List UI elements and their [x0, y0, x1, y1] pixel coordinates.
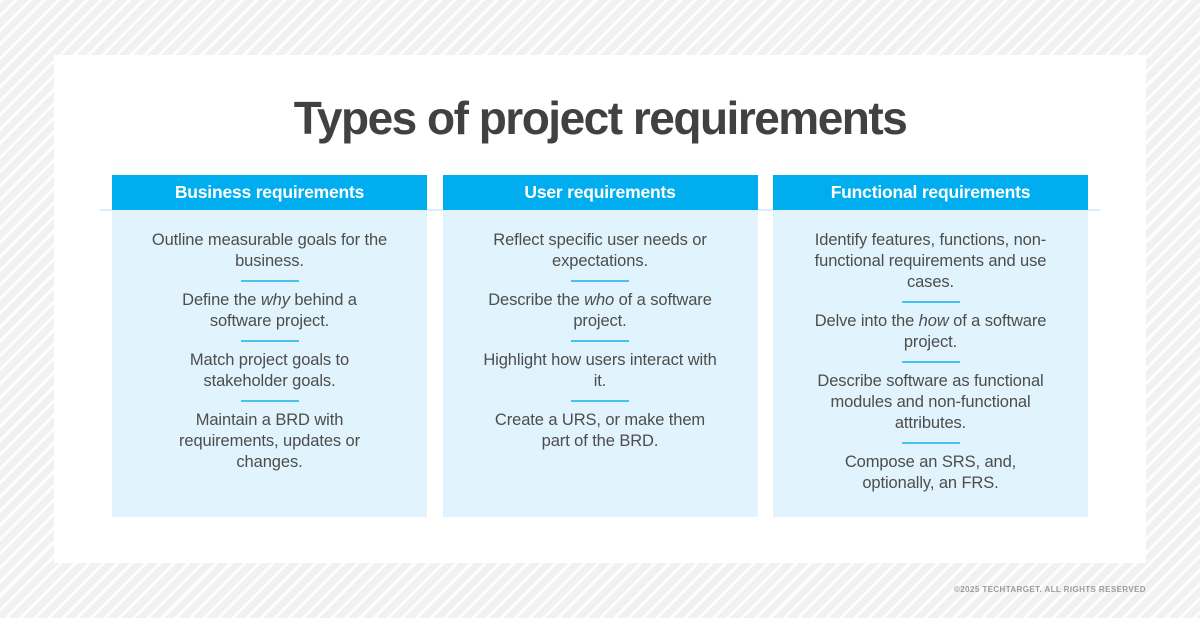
requirement-item: Compose an SRS, and, optionally, an FRS. — [844, 453, 1017, 492]
requirement-item: Describe software as functional modules … — [817, 372, 1044, 432]
item-text: of a software project. — [573, 291, 712, 330]
requirement-item: Define the why behind a software project… — [150, 290, 390, 332]
item-divider — [901, 301, 960, 303]
column-header: Functional requirements — [773, 175, 1088, 210]
infographic-card: Types of project requirements Business r… — [54, 55, 1146, 563]
item-emphasis: who — [584, 291, 615, 309]
item-divider — [901, 442, 960, 444]
item-text: Describe the — [488, 291, 585, 309]
requirement-item: Delve into the how of a software project… — [811, 311, 1051, 353]
requirement-item: Reflect specific user needs or expectati… — [493, 231, 707, 270]
item-divider — [240, 340, 299, 342]
item-divider — [571, 400, 629, 402]
item-emphasis: why — [260, 291, 290, 309]
item-text: Delve into the — [814, 312, 919, 330]
column-user-requirements: User requirements Reflect specific user … — [442, 175, 758, 517]
requirement-item: Highlight how users interact with it. — [483, 351, 717, 390]
item-text: Define the — [182, 291, 261, 309]
item-divider — [240, 400, 299, 402]
requirement-item: Identify features, functions, non-functi… — [814, 231, 1047, 291]
requirement-item: Outline measurable goals for the busines… — [151, 231, 388, 270]
column-business-requirements: Business requirements Outline measurable… — [112, 175, 427, 517]
item-text: behind a software project. — [209, 291, 357, 330]
page-title: Types of project requirements — [293, 92, 908, 144]
item-divider — [901, 361, 960, 363]
column-body: Reflect specific user needs or expectati… — [442, 210, 758, 517]
item-divider — [571, 280, 629, 282]
copyright-notice: ©2025 TECHTARGET. ALL RIGHTS RESERVED — [954, 585, 1146, 594]
column-functional-requirements: Functional requirements Identify feature… — [773, 175, 1088, 517]
item-text: of a software project. — [903, 312, 1047, 351]
requirement-item: Match project goals to stakeholder goals… — [189, 351, 350, 390]
column-header: Business requirements — [112, 175, 427, 210]
column-header: User requirements — [442, 175, 758, 210]
requirement-item: Describe the who of a software project. — [480, 290, 720, 332]
item-emphasis: how — [918, 312, 949, 330]
item-divider — [240, 280, 299, 282]
column-body: Outline measurable goals for the busines… — [112, 210, 427, 517]
requirements-columns: Business requirements Outline measurable… — [112, 175, 1088, 517]
requirement-item: Create a URS, or make them part of the B… — [494, 411, 706, 450]
requirement-item: Maintain a BRD with requirements, update… — [178, 411, 361, 471]
column-body: Identify features, functions, non-functi… — [773, 210, 1088, 517]
item-divider — [571, 340, 629, 342]
